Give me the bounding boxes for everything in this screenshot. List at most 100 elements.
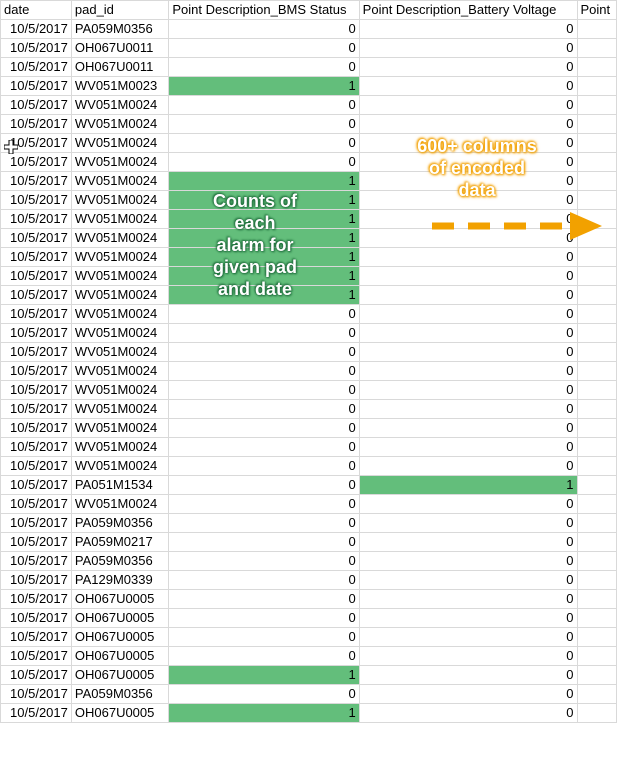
bms-status-cell[interactable]: 0	[168, 551, 360, 571]
point-cell[interactable]	[576, 551, 617, 571]
column-header[interactable]: Point	[576, 0, 617, 20]
point-cell[interactable]	[576, 304, 617, 324]
bms-status-cell[interactable]: 0	[168, 133, 360, 153]
battery-voltage-cell[interactable]: 0	[358, 608, 578, 628]
battery-voltage-cell[interactable]: 0	[358, 665, 578, 685]
date-cell[interactable]: 10/5/2017	[0, 627, 72, 647]
pad-id-cell[interactable]: WV051M0024	[70, 209, 170, 229]
point-cell[interactable]	[576, 456, 617, 476]
pad-id-cell[interactable]: PA059M0356	[70, 513, 170, 533]
bms-status-cell[interactable]: 0	[168, 646, 360, 666]
battery-voltage-cell[interactable]: 0	[358, 285, 578, 305]
date-cell[interactable]: 10/5/2017	[0, 247, 72, 267]
bms-status-cell[interactable]: 0	[168, 380, 360, 400]
date-cell[interactable]: 10/5/2017	[0, 684, 72, 704]
battery-voltage-cell[interactable]: 0	[358, 551, 578, 571]
battery-voltage-cell[interactable]: 0	[358, 703, 578, 723]
bms-status-cell[interactable]: 0	[168, 456, 360, 476]
date-cell[interactable]: 10/5/2017	[0, 494, 72, 514]
battery-voltage-cell[interactable]: 1	[358, 475, 578, 495]
battery-voltage-cell[interactable]: 0	[358, 589, 578, 609]
battery-voltage-cell[interactable]: 0	[358, 38, 578, 58]
date-cell[interactable]: 10/5/2017	[0, 646, 72, 666]
point-cell[interactable]	[576, 646, 617, 666]
pad-id-cell[interactable]: WV051M0024	[70, 323, 170, 343]
date-cell[interactable]: 10/5/2017	[0, 513, 72, 533]
bms-status-cell[interactable]: 1	[168, 209, 360, 229]
point-cell[interactable]	[576, 532, 617, 552]
bms-status-cell[interactable]: 0	[168, 570, 360, 590]
battery-voltage-cell[interactable]: 0	[358, 342, 578, 362]
bms-status-cell[interactable]: 0	[168, 532, 360, 552]
point-cell[interactable]	[576, 57, 617, 77]
battery-voltage-cell[interactable]: 0	[358, 399, 578, 419]
bms-status-cell[interactable]: 0	[168, 38, 360, 58]
date-cell[interactable]: 10/5/2017	[0, 456, 72, 476]
date-cell[interactable]: 10/5/2017	[0, 114, 72, 134]
pad-id-cell[interactable]: WV051M0024	[70, 133, 170, 153]
bms-status-cell[interactable]: 0	[168, 95, 360, 115]
pad-id-cell[interactable]: PA059M0356	[70, 551, 170, 571]
point-cell[interactable]	[576, 38, 617, 58]
date-cell[interactable]: 10/5/2017	[0, 76, 72, 96]
date-cell[interactable]: 10/5/2017	[0, 399, 72, 419]
date-cell[interactable]: 10/5/2017	[0, 190, 72, 210]
bms-status-cell[interactable]: 1	[168, 76, 360, 96]
point-cell[interactable]	[576, 171, 617, 191]
date-cell[interactable]: 10/5/2017	[0, 342, 72, 362]
date-cell[interactable]: 10/5/2017	[0, 38, 72, 58]
date-cell[interactable]: 10/5/2017	[0, 19, 72, 39]
battery-voltage-cell[interactable]: 0	[358, 627, 578, 647]
pad-id-cell[interactable]: OH067U0005	[70, 646, 170, 666]
bms-status-cell[interactable]: 0	[168, 418, 360, 438]
column-header[interactable]: Point Description_Battery Voltage	[358, 0, 578, 20]
date-cell[interactable]: 10/5/2017	[0, 589, 72, 609]
pad-id-cell[interactable]: WV051M0024	[70, 95, 170, 115]
pad-id-cell[interactable]: WV051M0024	[70, 152, 170, 172]
point-cell[interactable]	[576, 513, 617, 533]
bms-status-cell[interactable]: 0	[168, 114, 360, 134]
pad-id-cell[interactable]: WV051M0024	[70, 228, 170, 248]
date-cell[interactable]: 10/5/2017	[0, 152, 72, 172]
column-header[interactable]: Point Description_BMS Status	[168, 0, 360, 20]
bms-status-cell[interactable]: 0	[168, 304, 360, 324]
pad-id-cell[interactable]: WV051M0024	[70, 437, 170, 457]
date-cell[interactable]: 10/5/2017	[0, 95, 72, 115]
battery-voltage-cell[interactable]: 0	[358, 456, 578, 476]
battery-voltage-cell[interactable]: 0	[358, 57, 578, 77]
bms-status-cell[interactable]: 0	[168, 152, 360, 172]
battery-voltage-cell[interactable]: 0	[358, 418, 578, 438]
pad-id-cell[interactable]: WV051M0024	[70, 114, 170, 134]
pad-id-cell[interactable]: WV051M0024	[70, 304, 170, 324]
point-cell[interactable]	[576, 665, 617, 685]
pad-id-cell[interactable]: OH067U0005	[70, 703, 170, 723]
bms-status-cell[interactable]: 0	[168, 608, 360, 628]
point-cell[interactable]	[576, 608, 617, 628]
pad-id-cell[interactable]: PA051M1534	[70, 475, 170, 495]
pad-id-cell[interactable]: WV051M0024	[70, 456, 170, 476]
point-cell[interactable]	[576, 475, 617, 495]
pad-id-cell[interactable]: WV051M0024	[70, 418, 170, 438]
point-cell[interactable]	[576, 285, 617, 305]
bms-status-cell[interactable]: 1	[168, 171, 360, 191]
date-cell[interactable]: 10/5/2017	[0, 285, 72, 305]
point-cell[interactable]	[576, 133, 617, 153]
pad-id-cell[interactable]: WV051M0024	[70, 247, 170, 267]
pad-id-cell[interactable]: WV051M0024	[70, 380, 170, 400]
point-cell[interactable]	[576, 627, 617, 647]
bms-status-cell[interactable]: 1	[168, 703, 360, 723]
bms-status-cell[interactable]: 0	[168, 19, 360, 39]
column-header[interactable]: date	[0, 0, 72, 20]
date-cell[interactable]: 10/5/2017	[0, 57, 72, 77]
pad-id-cell[interactable]: PA059M0217	[70, 532, 170, 552]
battery-voltage-cell[interactable]: 0	[358, 95, 578, 115]
date-cell[interactable]: 10/5/2017	[0, 665, 72, 685]
point-cell[interactable]	[576, 152, 617, 172]
battery-voltage-cell[interactable]: 0	[358, 19, 578, 39]
battery-voltage-cell[interactable]: 0	[358, 684, 578, 704]
point-cell[interactable]	[576, 323, 617, 343]
pad-id-cell[interactable]: OH067U0005	[70, 589, 170, 609]
point-cell[interactable]	[576, 437, 617, 457]
bms-status-cell[interactable]: 1	[168, 665, 360, 685]
pad-id-cell[interactable]: WV051M0024	[70, 494, 170, 514]
